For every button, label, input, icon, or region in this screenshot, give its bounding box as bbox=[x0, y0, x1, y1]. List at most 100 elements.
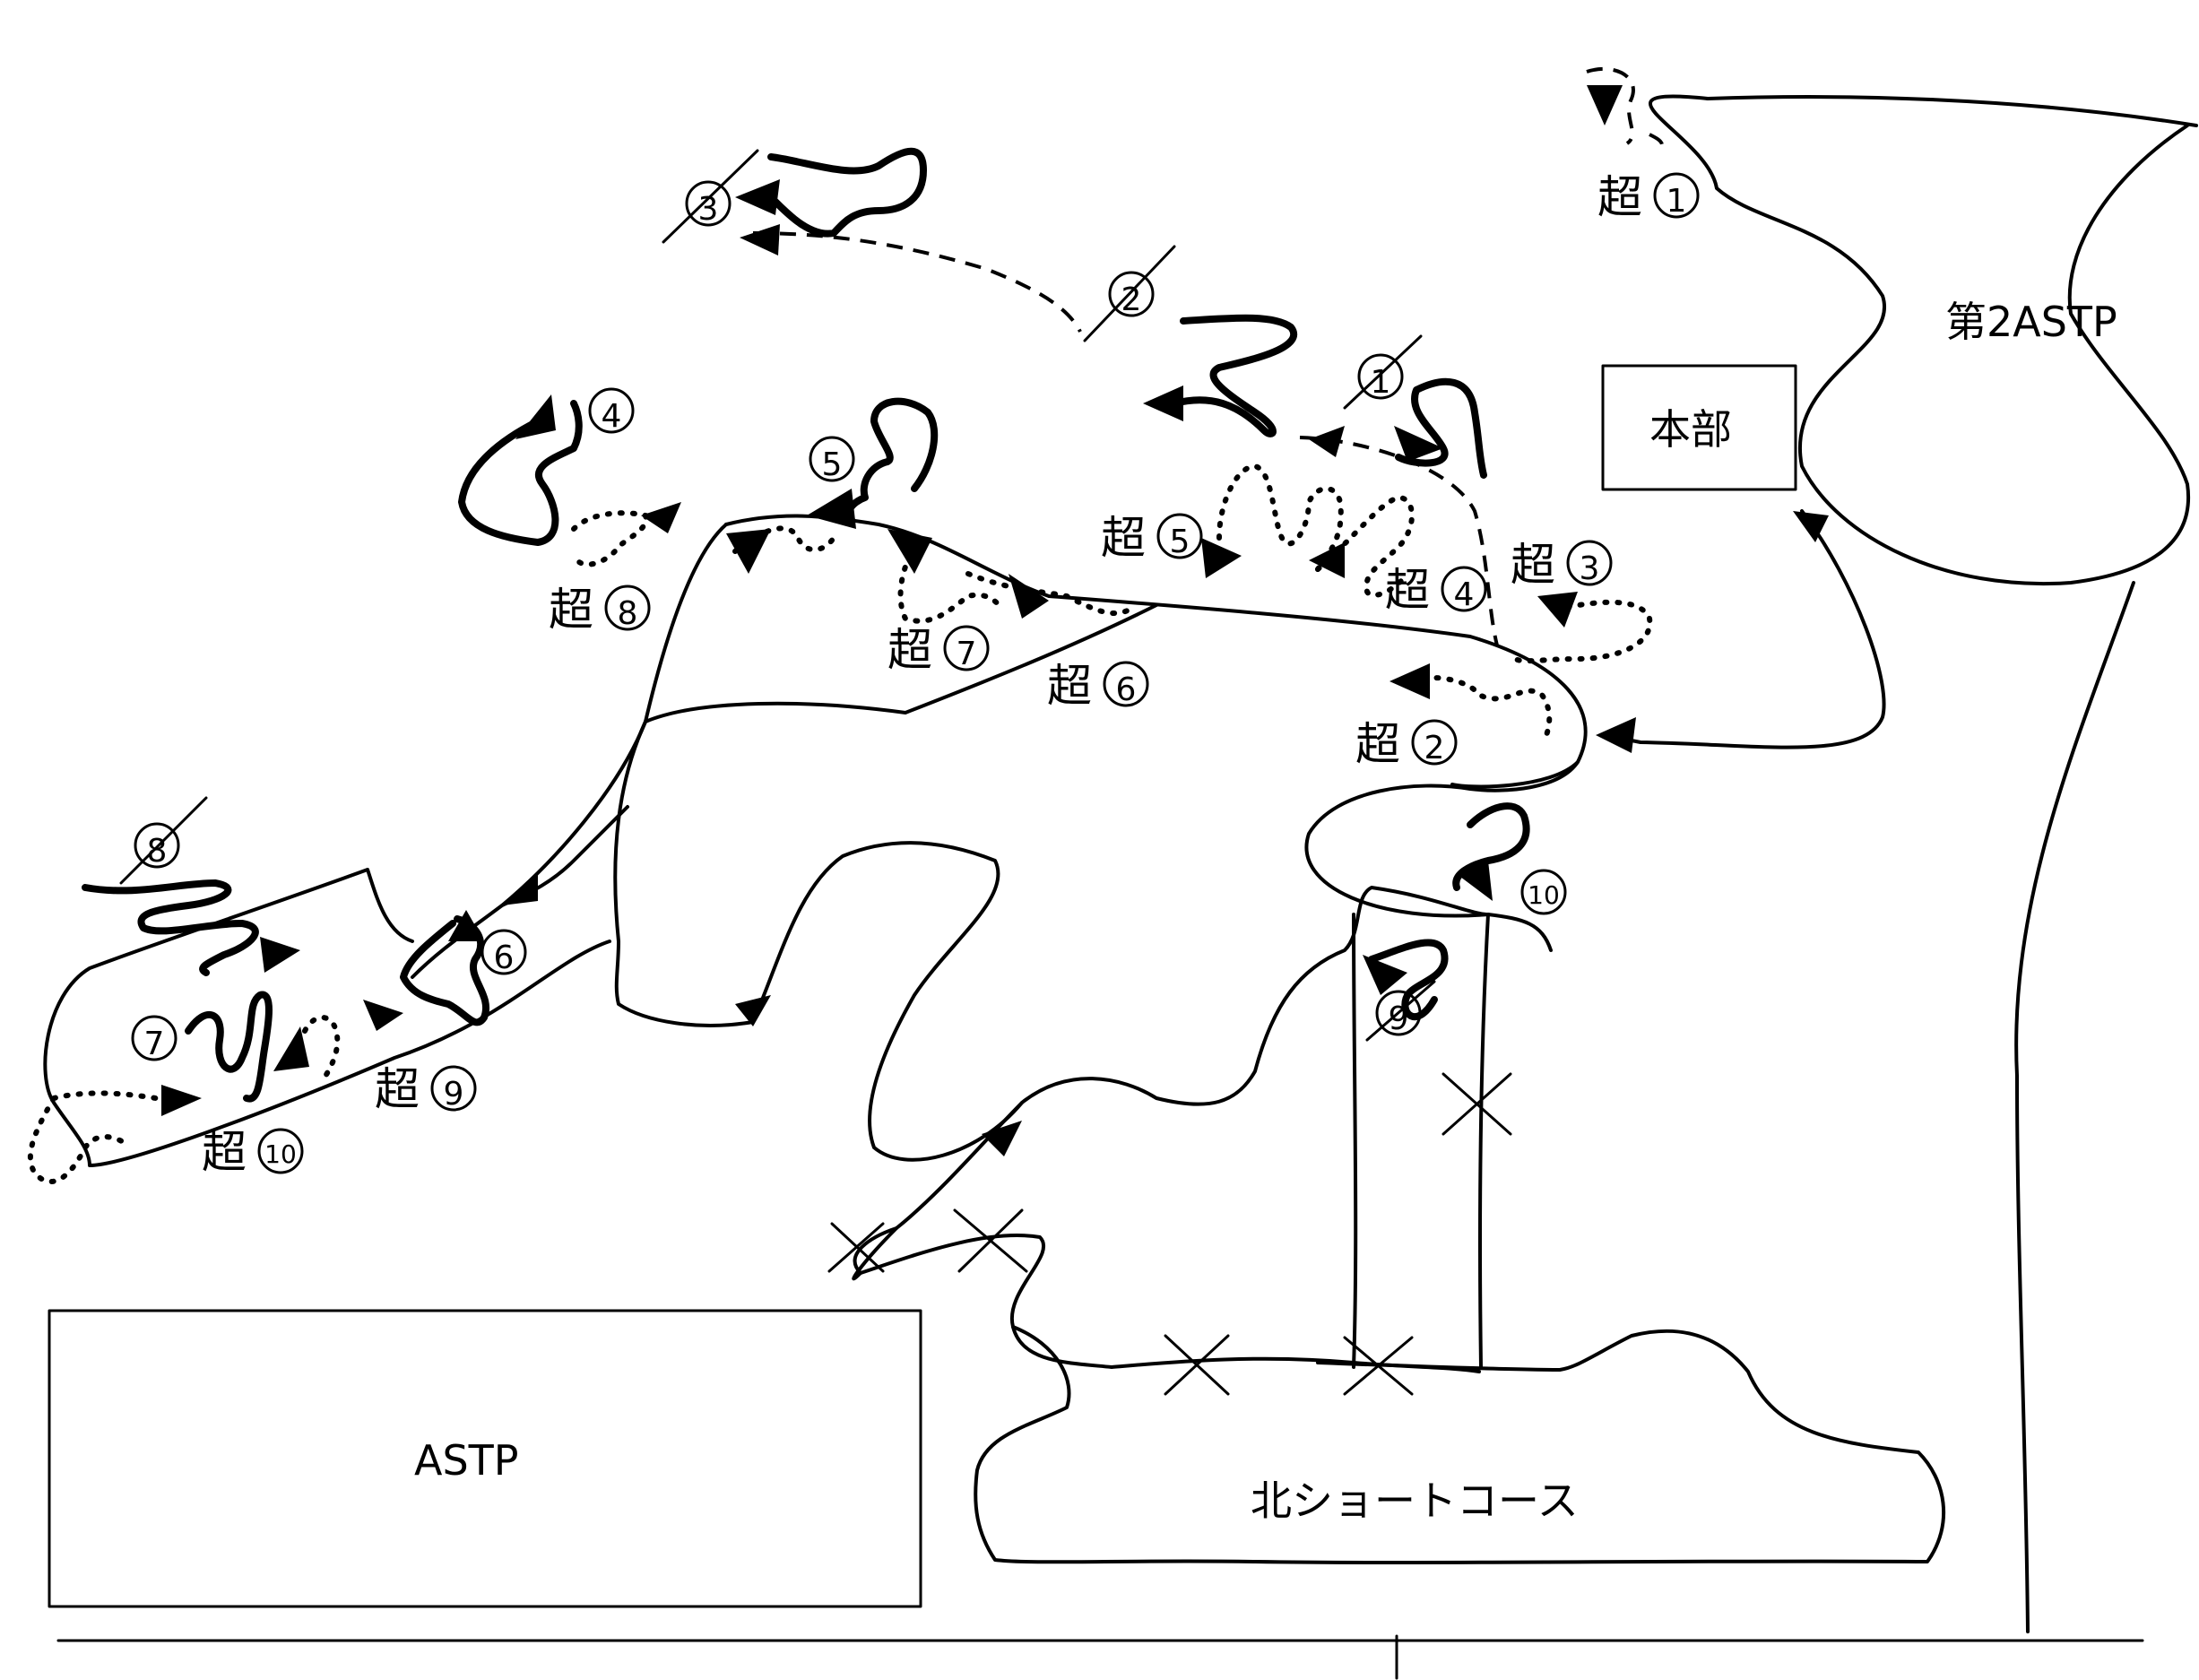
segment-10 bbox=[1452, 802, 1530, 891]
super-5: 超 5 bbox=[1101, 512, 1203, 564]
arrowhead-icon bbox=[982, 1121, 1022, 1156]
svg-text:4: 4 bbox=[602, 398, 622, 435]
second-astp-top bbox=[1706, 95, 2198, 127]
super-2: 超 2 bbox=[1355, 718, 1458, 770]
x-marks bbox=[827, 1072, 1512, 1396]
second-astp-left-edge bbox=[2014, 581, 2135, 1633]
x-mark-icon bbox=[1343, 1336, 1414, 1396]
arrowhead-icon bbox=[735, 179, 780, 215]
route-3 bbox=[752, 231, 1082, 333]
trail-north-link bbox=[1352, 913, 1358, 1369]
arrowhead-icon bbox=[1390, 663, 1430, 699]
marker-1: 1 bbox=[1343, 334, 1423, 410]
segment-6 bbox=[400, 915, 489, 1026]
super-labels: 超 1 超 2 超 3 超 4 超 5 超 6 超 bbox=[202, 171, 1700, 1178]
arrowhead-icon bbox=[515, 394, 556, 439]
svg-text:超: 超 bbox=[1597, 171, 1642, 223]
bold-segments bbox=[82, 147, 1530, 1103]
astp-rectangle bbox=[48, 1309, 922, 1608]
svg-text:8: 8 bbox=[618, 595, 638, 632]
arrowhead-icon bbox=[1537, 592, 1578, 628]
second-astp-label: 第2ASTP bbox=[1945, 298, 2117, 346]
trail-honbu-loop bbox=[1603, 509, 1886, 749]
arrowhead-icon bbox=[260, 937, 300, 973]
svg-text:5: 5 bbox=[1170, 524, 1190, 560]
svg-text:1: 1 bbox=[1371, 364, 1391, 401]
arrowhead-icon bbox=[1309, 426, 1345, 457]
segment-4 bbox=[458, 400, 583, 546]
arrowhead-icon bbox=[1201, 538, 1242, 578]
svg-text:7: 7 bbox=[957, 636, 977, 672]
arrowhead-icon bbox=[1394, 426, 1443, 462]
route-super-2 bbox=[1409, 674, 1553, 738]
x-mark-icon bbox=[1164, 1334, 1230, 1396]
svg-text:1: 1 bbox=[1667, 183, 1687, 220]
super-8: 超 8 bbox=[549, 584, 651, 636]
x-mark-icon bbox=[827, 1222, 885, 1273]
super-6: 超 6 bbox=[1047, 660, 1149, 712]
svg-text:9: 9 bbox=[444, 1076, 464, 1113]
svg-text:3: 3 bbox=[1580, 550, 1600, 587]
route-super-10 bbox=[27, 1090, 173, 1184]
segment-3 bbox=[767, 147, 927, 238]
route-super-1 bbox=[1586, 66, 1665, 154]
trail-ridge-lower bbox=[644, 603, 1158, 723]
marker-7: 7 bbox=[131, 1015, 177, 1062]
svg-text:4: 4 bbox=[1454, 576, 1475, 613]
route-super-8 bbox=[571, 510, 649, 567]
north-short-course-label: 北ショートコース bbox=[1251, 1476, 1579, 1525]
arrowhead-icon bbox=[1457, 861, 1493, 901]
honbu-label: 本部 bbox=[1649, 405, 1732, 454]
arrowhead-icon bbox=[1596, 717, 1636, 753]
svg-text:6: 6 bbox=[494, 940, 515, 976]
arrowhead-icon bbox=[1143, 385, 1183, 421]
super-1: 超 1 bbox=[1597, 171, 1700, 223]
svg-text:2: 2 bbox=[1121, 281, 1142, 318]
arrowhead-icon bbox=[363, 1000, 403, 1031]
svg-text:超: 超 bbox=[1385, 564, 1430, 616]
second-astp-boundary bbox=[1649, 94, 2191, 585]
segment-5 bbox=[844, 397, 939, 524]
route-super-3 bbox=[1512, 599, 1653, 664]
arrowhead-icon bbox=[735, 995, 771, 1026]
x-mark-icon bbox=[953, 1208, 1028, 1273]
west-block-top bbox=[366, 868, 414, 943]
circled-markers: 1 2 3 4 5 6 7 8 bbox=[119, 149, 1567, 1062]
svg-text:超: 超 bbox=[1101, 512, 1146, 564]
trail-south-left bbox=[852, 1226, 898, 1281]
trail-center-vertical bbox=[1477, 913, 1490, 1369]
north-short-course-outline bbox=[974, 1325, 1946, 1564]
super-7: 超 7 bbox=[887, 624, 990, 676]
astp-label: ASTP bbox=[414, 1436, 519, 1485]
arrowhead-icon bbox=[273, 1026, 309, 1071]
svg-text:超: 超 bbox=[1047, 660, 1092, 712]
arrowhead-icon bbox=[1309, 542, 1345, 578]
marker-5: 5 bbox=[809, 436, 855, 483]
svg-text:3: 3 bbox=[698, 191, 719, 228]
arrowhead-icon bbox=[1793, 511, 1829, 542]
svg-text:超: 超 bbox=[202, 1126, 247, 1178]
super-4: 超 4 bbox=[1385, 564, 1487, 616]
arrowhead-icon bbox=[641, 502, 681, 533]
marker-4: 4 bbox=[588, 387, 635, 435]
route-super-7 bbox=[897, 553, 1007, 624]
route-super-4 bbox=[1315, 494, 1415, 598]
svg-text:10: 10 bbox=[264, 1139, 297, 1169]
terrain-outlines bbox=[43, 94, 2198, 1680]
segment-2 bbox=[1171, 314, 1297, 437]
arrowhead-icon bbox=[1587, 85, 1623, 126]
svg-text:超: 超 bbox=[375, 1063, 420, 1115]
svg-text:超: 超 bbox=[1355, 718, 1400, 770]
route-super-9 bbox=[302, 1015, 341, 1083]
super-3: 超 3 bbox=[1511, 539, 1613, 591]
svg-text:7: 7 bbox=[144, 1026, 165, 1062]
segment-9 bbox=[1368, 939, 1449, 1021]
segment-8 bbox=[82, 879, 259, 976]
svg-text:10: 10 bbox=[1528, 880, 1560, 910]
marker-10: 10 bbox=[1520, 869, 1567, 915]
svg-text:超: 超 bbox=[549, 584, 593, 636]
dotted-routes bbox=[27, 66, 1665, 1184]
trail-south-basin bbox=[853, 1101, 1481, 1373]
arrowhead-icon bbox=[887, 529, 932, 574]
